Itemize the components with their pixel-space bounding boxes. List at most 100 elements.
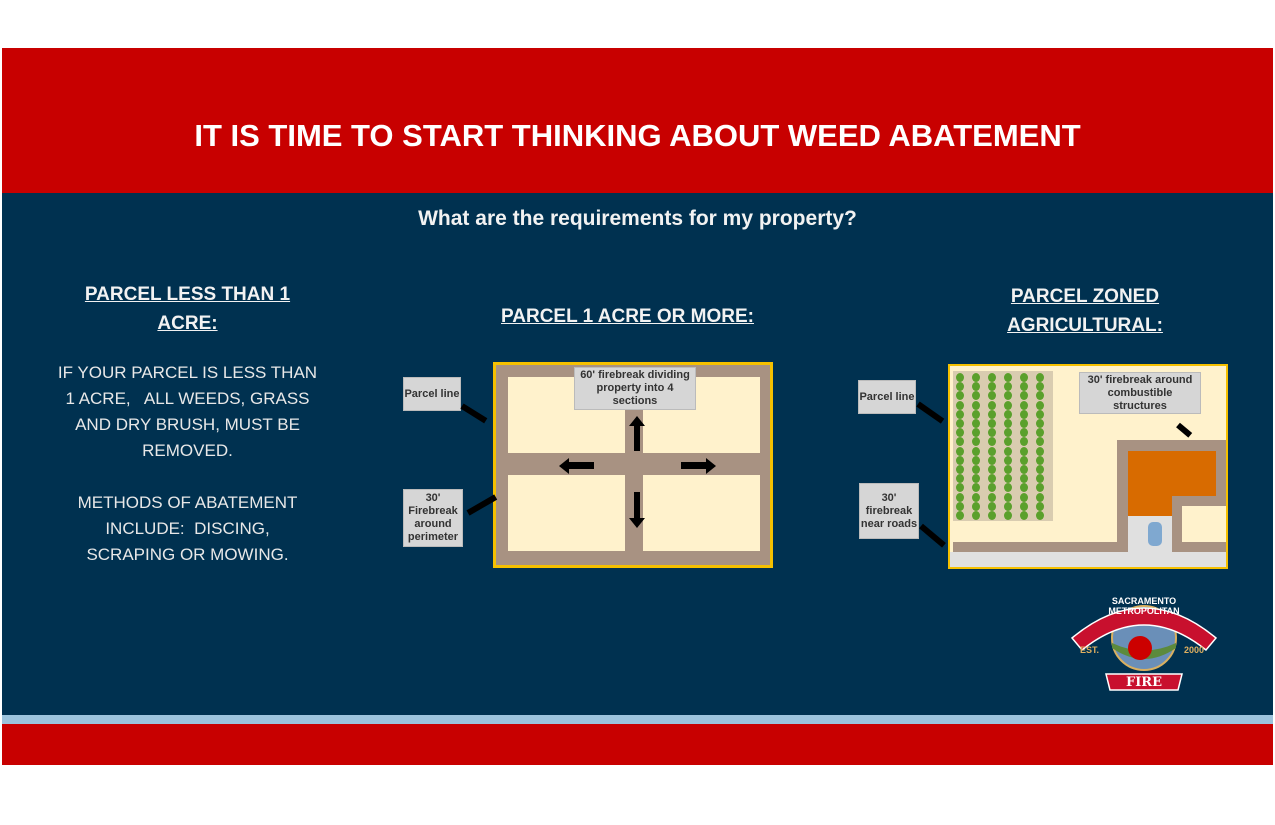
tree-icon	[1020, 428, 1028, 438]
title-banner: IT IS TIME TO START THINKING ABOUT WEED …	[2, 48, 1273, 193]
tree-icon	[1036, 400, 1044, 410]
heading-line: AGRICULTURAL:	[1007, 315, 1163, 336]
text-line: METHODS OF ABATEMENT	[77, 493, 298, 512]
tree-icon	[988, 446, 996, 456]
tree-icon	[956, 437, 964, 447]
tree-icon	[988, 382, 996, 392]
tree-icon	[956, 511, 964, 520]
subtitle: What are the requirements for my propert…	[418, 207, 857, 230]
logo-text: SACRAMENTO METROPOLITAN	[1108, 596, 1180, 616]
tree-icon	[1020, 437, 1028, 447]
tree-icon	[956, 382, 964, 392]
heading-line: PARCEL LESS THAN 1	[84, 284, 291, 305]
tree-icon	[972, 501, 980, 511]
tree-icon	[988, 483, 996, 493]
tree-icon	[1036, 419, 1044, 428]
tree-icon	[1036, 373, 1044, 382]
text-line: SCRAPING OR MOWING.	[86, 545, 289, 564]
tree-icon	[1036, 455, 1044, 465]
arrow-left-icon	[559, 457, 594, 474]
arrow-up-icon	[629, 416, 645, 451]
tree-icon	[1020, 373, 1028, 382]
tree-icon	[1004, 391, 1012, 401]
tree-icon	[956, 409, 964, 419]
tree-icon	[972, 446, 980, 456]
slide-title: IT IS TIME TO START THINKING ABOUT WEED …	[194, 118, 1081, 153]
footer-banner	[2, 724, 1273, 765]
tree-icon	[1036, 428, 1044, 438]
tree-icon	[956, 474, 964, 484]
tree-icon	[956, 446, 964, 456]
arrow-down-icon	[629, 492, 645, 528]
text-line: AND DRY BRUSH, MUST BE	[75, 415, 300, 434]
tree-icon	[988, 409, 996, 419]
small-parcel-text: IF YOUR PARCEL IS LESS THAN 1 ACRE, ALL …	[40, 360, 335, 568]
text-line: IF YOUR PARCEL IS LESS THAN	[57, 363, 318, 382]
tree-icon	[1020, 400, 1028, 410]
label-parcel-line: Parcel line	[403, 377, 461, 411]
section	[508, 475, 625, 551]
divider-stripe	[2, 715, 1273, 724]
tree-icon	[1020, 474, 1028, 484]
agricultural-heading: PARCEL ZONED AGRICULTURAL:	[960, 282, 1210, 340]
tree-icon	[1020, 492, 1028, 502]
tree-icon	[972, 373, 980, 382]
parcel-diagram: 60' firebreak dividing property into 4 s…	[493, 362, 773, 568]
tree-icon	[972, 391, 980, 401]
tree-icon	[1020, 501, 1028, 511]
label-parcel-line: Parcel line	[858, 380, 916, 414]
small-parcel-heading: PARCEL LESS THAN 1 ACRE:	[60, 280, 315, 338]
tree-icon	[1004, 511, 1012, 520]
tree-icon	[972, 400, 980, 410]
tree-icon	[988, 465, 996, 474]
tree-icon	[988, 428, 996, 438]
house	[1128, 486, 1172, 516]
tree-icon	[972, 465, 980, 474]
tree-icon	[972, 474, 980, 484]
tree-icon	[956, 455, 964, 465]
tree-icon	[1020, 511, 1028, 520]
tree-icon	[972, 428, 980, 438]
tree-icon	[988, 373, 996, 382]
tree-icon	[956, 483, 964, 493]
tree-icon	[1036, 501, 1044, 511]
car-icon	[1148, 522, 1162, 546]
agricultural-diagram: 30' firebreak around combustible structu…	[948, 364, 1228, 569]
tree-icon	[988, 400, 996, 410]
tree-icon	[956, 428, 964, 438]
tree-icon	[972, 409, 980, 419]
fire-department-logo: SACRAMENTO METROPOLITAN EST. 2000 FIRE	[1066, 588, 1222, 692]
heading-line: PARCEL ZONED	[1010, 286, 1160, 307]
tree-icon	[1036, 483, 1044, 493]
tree-icon	[1020, 465, 1028, 474]
tree-icon	[1036, 465, 1044, 474]
text-line: INCLUDE: DISCING,	[105, 519, 270, 538]
heading-line: ACRE:	[157, 313, 218, 334]
tree-icon	[972, 511, 980, 520]
tree-icon	[988, 391, 996, 401]
tree-icon	[1004, 400, 1012, 410]
tree-icon	[1036, 391, 1044, 401]
tree-icon	[1036, 511, 1044, 520]
tree-icon	[1020, 419, 1028, 428]
tree-icon	[972, 382, 980, 392]
tree-icon	[1020, 446, 1028, 456]
arrow-right-icon	[681, 457, 716, 474]
road-firebreak	[953, 542, 1128, 552]
tree-icon	[1004, 501, 1012, 511]
logo-year: 2000	[1184, 645, 1205, 655]
arrow-icon	[1176, 422, 1193, 438]
logo-fire: FIRE	[1125, 675, 1163, 690]
tree-icon	[1020, 483, 1028, 493]
tree-icon	[1020, 382, 1028, 392]
large-parcel-heading: PARCEL 1 ACRE OR MORE:	[500, 306, 754, 327]
tree-icon	[1004, 437, 1012, 447]
tree-icon	[972, 483, 980, 493]
tree-icon	[1004, 409, 1012, 419]
tree-icon	[1004, 483, 1012, 493]
tree-icon	[988, 455, 996, 465]
tree-icon	[1004, 373, 1012, 382]
tree-icon	[1036, 382, 1044, 392]
tree-icon	[956, 501, 964, 511]
section	[643, 475, 760, 551]
